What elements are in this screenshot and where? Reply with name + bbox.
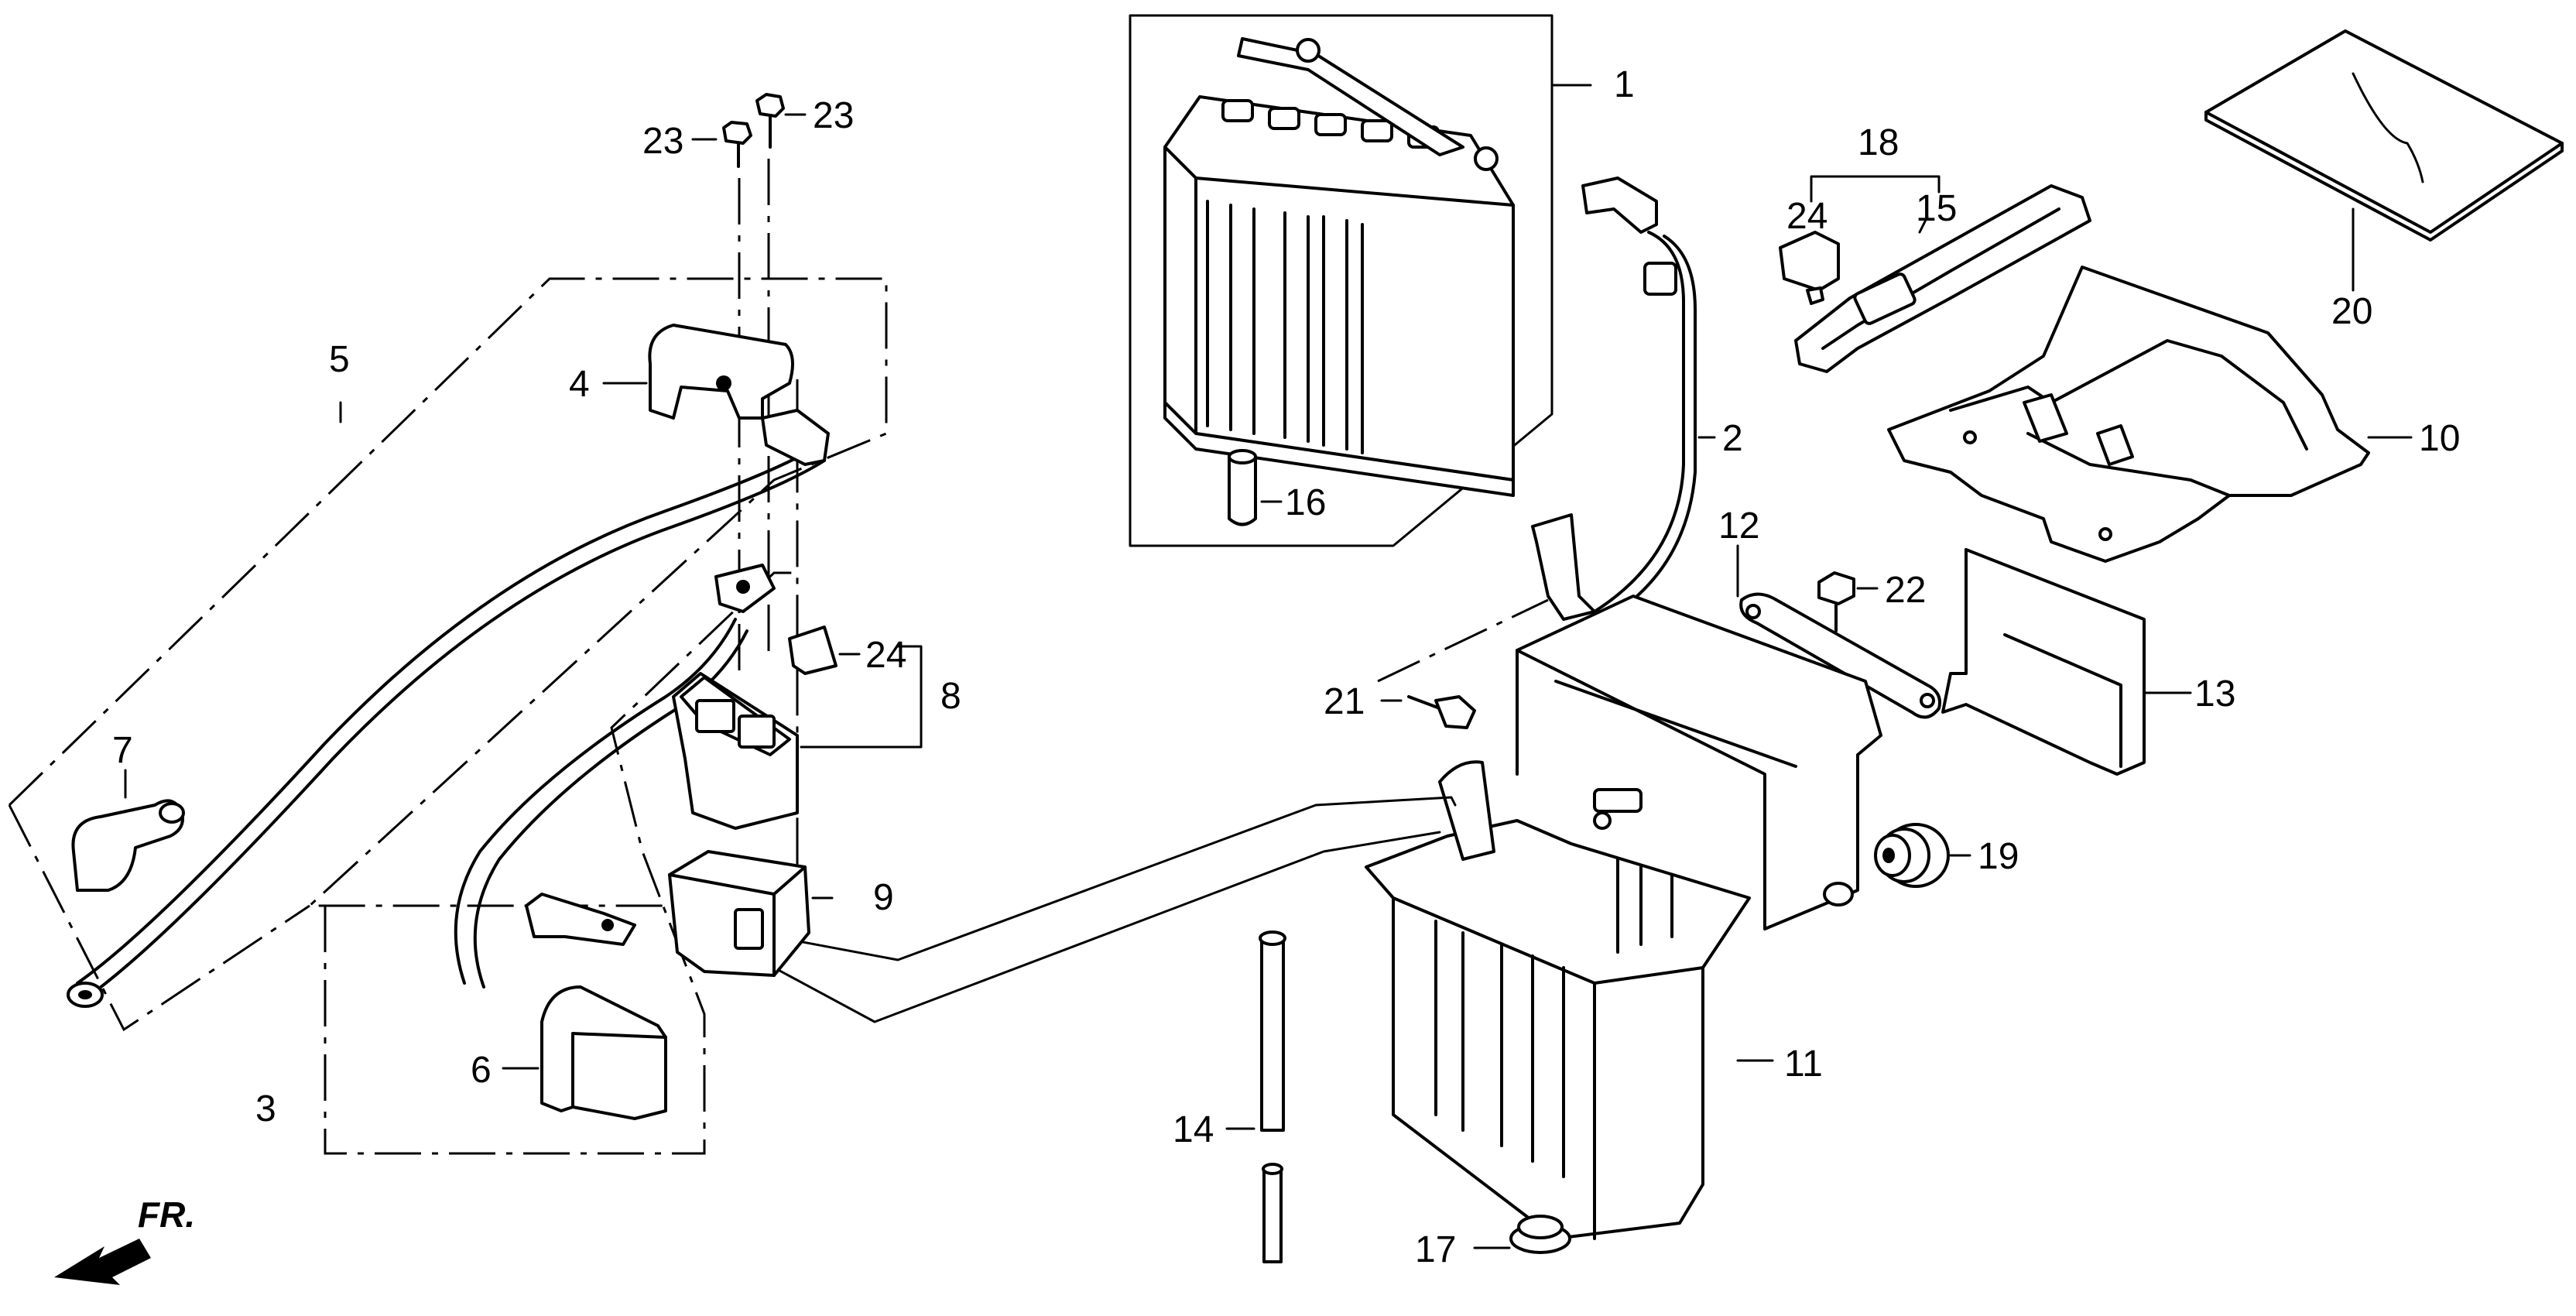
- battery-cover: [1887, 266, 2413, 563]
- breather-tube: [1225, 930, 1286, 1263]
- callout-8: 8: [940, 676, 961, 717]
- terminal-cover-4: [602, 324, 794, 420]
- battery-case: [1365, 595, 1882, 1240]
- relay-cover-9: [668, 850, 834, 977]
- front-direction-label: FR.: [138, 1194, 195, 1235]
- bolt-22: [1817, 571, 1879, 632]
- callout-11: 11: [1784, 1044, 1823, 1085]
- starter-relay: [672, 645, 923, 830]
- callout-14: 14: [1173, 1109, 1214, 1150]
- callout-9: 9: [873, 877, 894, 918]
- callout-12: 12: [1718, 505, 1759, 547]
- callout-13: 13: [2194, 673, 2235, 715]
- callout-6: 6: [471, 1050, 492, 1091]
- battery-stay-plate: [1736, 544, 1941, 719]
- screw-21: [1380, 695, 1476, 729]
- callout-labels: 1 2 3 4 5 6 7 8 9 10 11 12 13 14 15 16 1…: [112, 64, 2460, 1270]
- callout-22: 22: [1885, 570, 1926, 611]
- callout-21: 21: [1324, 681, 1365, 722]
- callout-4: 4: [569, 364, 590, 405]
- starter-cable-5: [67, 401, 830, 1008]
- callout-24-lower: 24: [865, 635, 906, 676]
- callout-20: 20: [2331, 291, 2372, 332]
- callout-19: 19: [1978, 836, 2019, 877]
- callout-5: 5: [329, 339, 350, 380]
- strap-and-fuse: [1779, 175, 2091, 373]
- callout-2: 2: [1722, 418, 1743, 459]
- front-direction-arrow: FR.: [54, 1194, 195, 1285]
- owners-manual: [2204, 29, 2564, 292]
- grommet-17: [1473, 1215, 1571, 1254]
- battery-cable-3: [454, 564, 776, 989]
- callout-23-right: 23: [813, 95, 854, 136]
- battery-bracket: [1941, 548, 2192, 776]
- callout-24-upper: 24: [1786, 196, 1828, 237]
- callout-16: 16: [1285, 482, 1326, 523]
- callout-3: 3: [255, 1088, 276, 1129]
- breather-tube-fitting: [1228, 449, 1283, 526]
- callout-18: 18: [1858, 122, 1899, 163]
- bolt-23-right: [755, 93, 807, 149]
- callout-10: 10: [2419, 418, 2460, 459]
- callout-1: 1: [1614, 64, 1635, 105]
- battery: [1163, 37, 1515, 497]
- ground-cable: [1531, 176, 1716, 621]
- callout-7: 7: [112, 730, 133, 771]
- terminal-boot-6: [502, 985, 667, 1120]
- fuse-24-relay: [788, 625, 861, 675]
- cushion-19: [1874, 823, 1971, 888]
- bolt-23-left: [691, 121, 752, 168]
- callout-23-left: 23: [642, 121, 683, 162]
- callout-17: 17: [1415, 1229, 1456, 1270]
- callout-15: 15: [1916, 188, 1957, 229]
- terminal-boot-7: [71, 769, 185, 892]
